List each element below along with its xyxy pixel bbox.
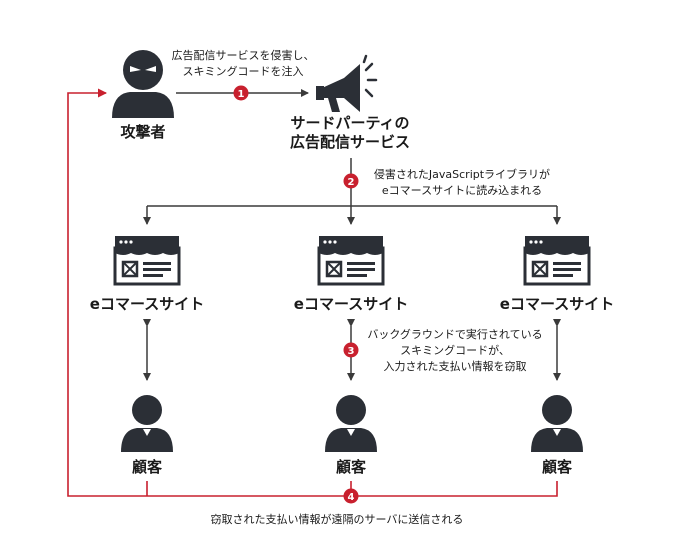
megaphone-icon [316, 54, 378, 112]
ecommerce-site-icon-3 [523, 236, 591, 286]
step3-line1: バックグラウンドで実行されている [367, 328, 543, 341]
step2-branch-lines [143, 158, 561, 225]
step3-line3: 入力された支払い情報を窃取 [383, 360, 527, 373]
attacker-icon [112, 50, 174, 118]
ad-service-label-line2: 広告配信サービス [289, 133, 410, 151]
step4-description: 窃取された支払い情報が遠隔のサーバに送信される [210, 513, 464, 526]
svg-text:1: 1 [238, 89, 245, 100]
svg-text:3: 3 [348, 346, 355, 357]
step2-line1: 侵害されたJavaScriptライブラリが [373, 168, 551, 181]
ad-service-label: サードパーティの 広告配信サービス [285, 114, 415, 152]
step-badge-4: 4 [343, 488, 359, 504]
customer-label-1: 顧客 [131, 458, 162, 476]
svg-text:4: 4 [348, 492, 355, 503]
ecommerce-site-label-2: eコマースサイト [293, 295, 409, 313]
svg-text:2: 2 [348, 177, 355, 188]
step-badge-1: 1 [233, 85, 249, 101]
step2-line2: eコマースサイトに読み込まれる [381, 184, 543, 197]
step1-line1: 広告配信サービスを侵害し、 [171, 49, 315, 62]
customer-label-2: 顧客 [335, 458, 366, 476]
step1-description: 広告配信サービスを侵害し、 スキミングコードを注入 [168, 48, 318, 80]
step-badge-2: 2 [343, 173, 359, 189]
customer-label-3: 顧客 [541, 458, 572, 476]
step3-description: バックグラウンドで実行されている スキミングコードが、 入力された支払い情報を窃… [360, 327, 550, 375]
customer-icon-1 [121, 395, 173, 452]
customer-icon-2 [325, 395, 377, 452]
customer-icon-3 [531, 395, 583, 452]
ecommerce-site-icon-1 [113, 236, 181, 286]
step2-description: 侵害されたJavaScriptライブラリが eコマースサイトに読み込まれる [362, 167, 562, 199]
ecommerce-site-icon-2 [317, 236, 385, 286]
ad-service-label-line1: サードパーティの [290, 114, 410, 132]
step3-line2: スキミングコードが、 [400, 344, 510, 357]
attacker-label: 攻撃者 [120, 123, 166, 141]
step-badge-3: 3 [343, 342, 359, 358]
ecommerce-site-label-3: eコマースサイト [499, 295, 615, 313]
ecommerce-site-label-1: eコマースサイト [89, 295, 205, 313]
step1-line2: スキミングコードを注入 [182, 65, 304, 78]
